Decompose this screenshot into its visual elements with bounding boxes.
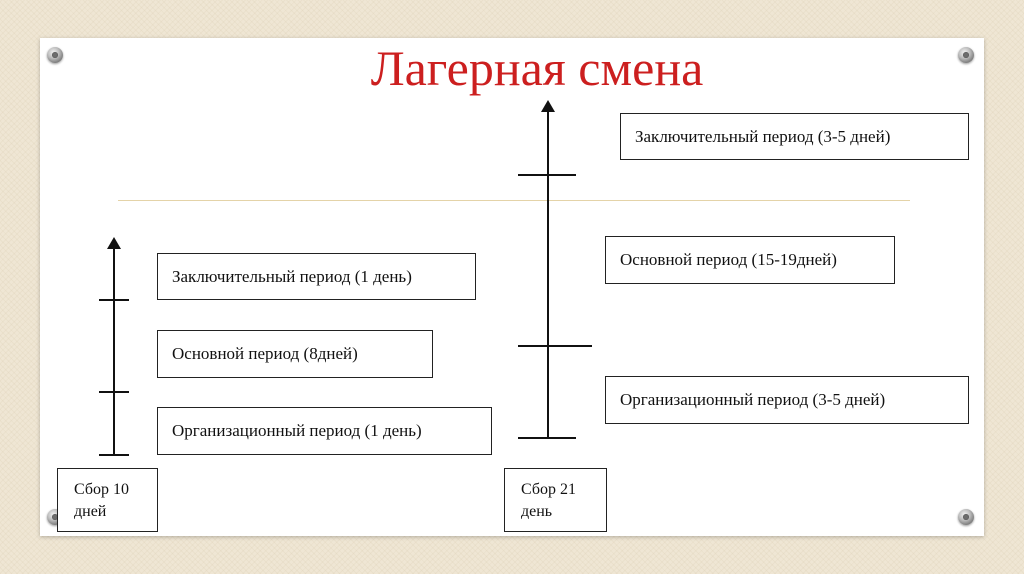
right-period-final: Заключительный период (3-5 дней)	[620, 113, 969, 160]
left-axis-line	[113, 248, 115, 454]
left-tick-middle	[99, 391, 129, 393]
right-tick-bottom	[518, 437, 576, 439]
left-gathering-box: Сбор 10 дней	[57, 468, 158, 532]
right-arrow-head-icon	[541, 100, 555, 112]
pin-top-left-icon	[47, 47, 63, 63]
pin-top-right-icon	[958, 47, 974, 63]
left-tick-bottom	[99, 454, 129, 456]
right-tick-top	[518, 174, 576, 176]
left-period-main: Основной период (8дней)	[157, 330, 433, 378]
right-tick-middle	[518, 345, 592, 347]
left-period-final: Заключительный период (1 день)	[157, 253, 476, 300]
right-period-main: Основной период (15-19дней)	[605, 236, 895, 284]
right-period-organizational: Организационный период (3-5 дней)	[605, 376, 969, 424]
slide-title: Лагерная смена	[370, 40, 704, 96]
divider-line	[118, 200, 910, 201]
pin-bottom-right-icon	[958, 509, 974, 525]
left-tick-top	[99, 299, 129, 301]
right-gathering-box: Сбор 21 день	[504, 468, 607, 532]
right-axis-line	[547, 110, 549, 438]
left-arrow-head-icon	[107, 237, 121, 249]
left-period-organizational: Организационный период (1 день)	[157, 407, 492, 455]
